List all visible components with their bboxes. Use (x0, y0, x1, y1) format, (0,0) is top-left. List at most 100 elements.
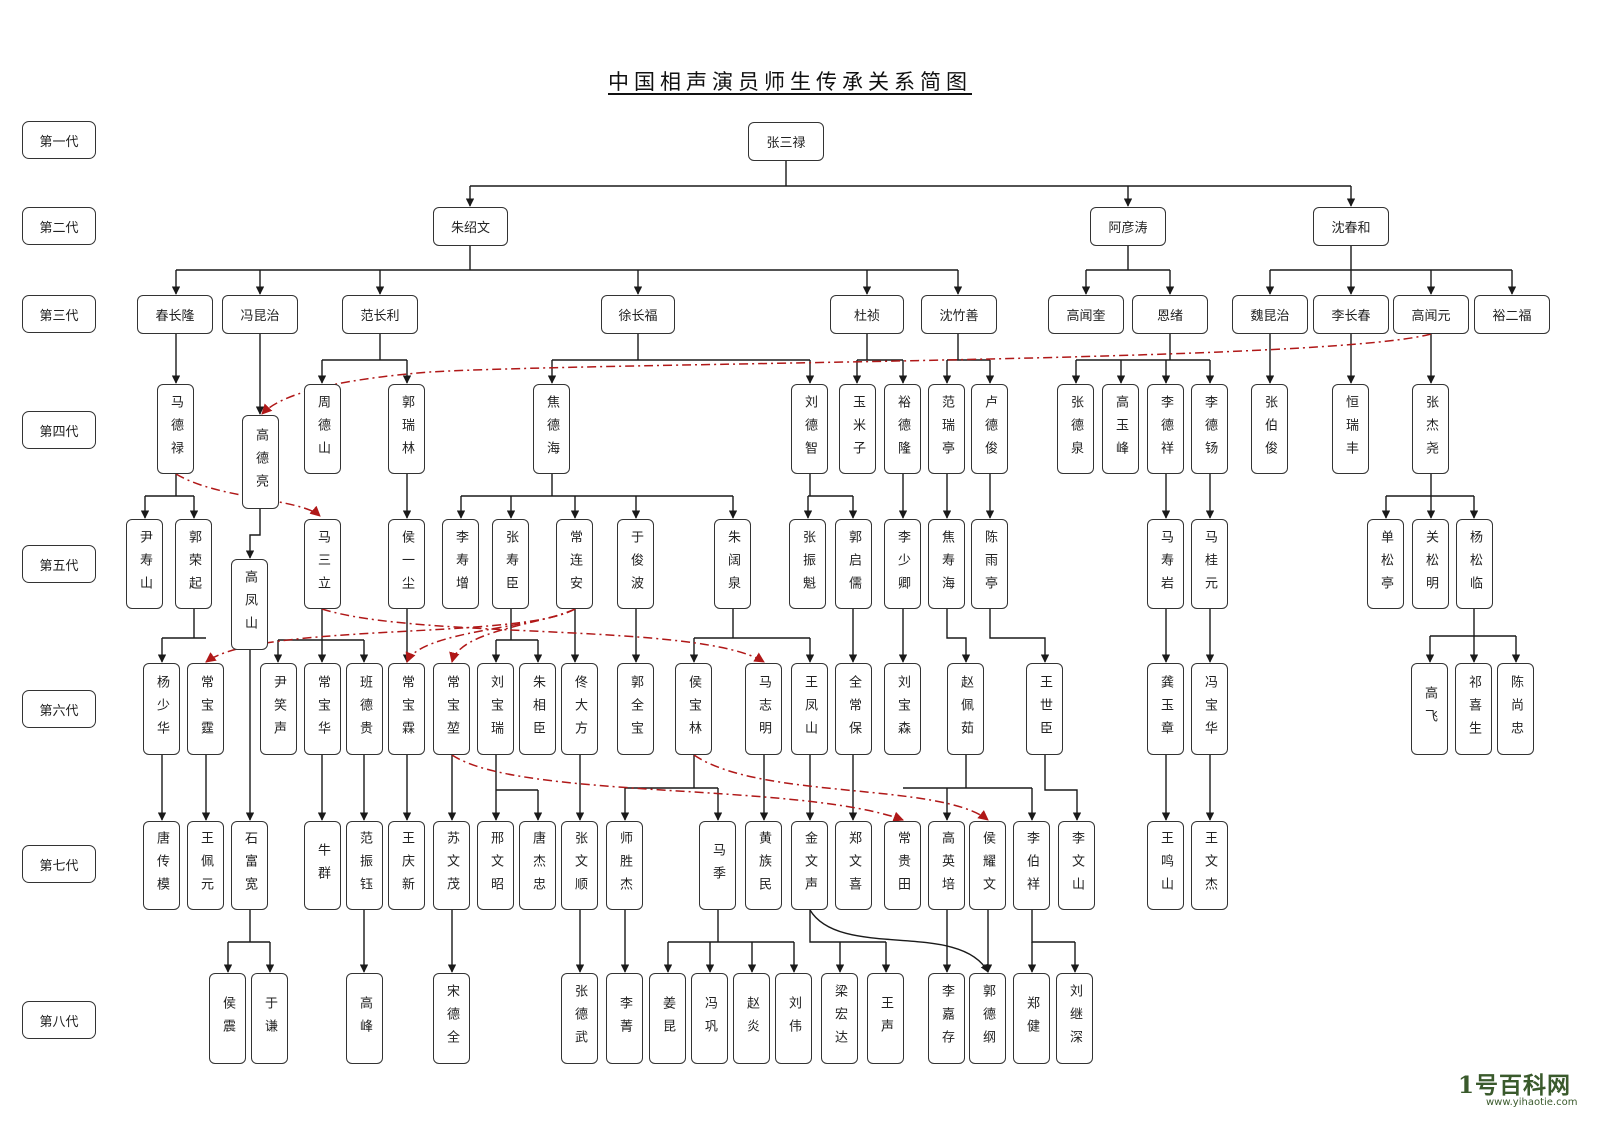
site-url: www.yihaotie.com (1486, 1097, 1578, 1108)
person-li-boxiang: 李伯祥 (1013, 821, 1050, 910)
person-ma-zhiming: 马志明 (745, 663, 782, 755)
person-niu-qun: 牛群 (304, 821, 341, 910)
person-guo-quanbao: 郭全宝 (617, 663, 654, 755)
person-zhang-shouchen: 张寿臣 (492, 519, 529, 609)
person-tang-jiezhong: 唐杰忠 (519, 821, 556, 910)
person-ma-sanli: 马三立 (304, 519, 341, 609)
person-yu-mizi: 玉米子 (839, 384, 876, 474)
person-ma-shouyan: 马寿岩 (1147, 519, 1184, 609)
page-title: 中国相声演员师生传承关系简图 (608, 70, 972, 94)
person-yu-qian: 于谦 (251, 973, 288, 1064)
person-liu-dezhi: 刘德智 (791, 384, 828, 474)
person-liang-hongda: 梁宏达 (821, 973, 858, 1064)
person-gao-wenyuan: 高闻元 (1393, 295, 1469, 334)
person-li-jing: 李菁 (606, 973, 643, 1064)
person-hou-yaowen: 侯耀文 (969, 821, 1006, 910)
person-zhu-shaowen: 朱绍文 (433, 207, 508, 246)
person-heng-ruifeng: 恒瑞丰 (1332, 384, 1369, 474)
person-jiao-dehai: 焦德海 (533, 384, 570, 474)
site-logo: 1号百科网 (1458, 1072, 1572, 1099)
person-feng-baohua: 冯宝华 (1191, 663, 1228, 755)
person-fan-changli: 范长利 (342, 295, 418, 334)
person-wei-kunzhi: 魏昆治 (1232, 295, 1308, 334)
gen-label-8: 第八代 (22, 1001, 96, 1039)
gen-label-5: 第五代 (22, 545, 96, 583)
person-wang-mingshan: 王鸣山 (1147, 821, 1184, 910)
person-yin-shoushan: 尹寿山 (126, 519, 163, 609)
person-a-yantao: 阿彦涛 (1090, 207, 1166, 246)
person-yu-erfu: 裕二福 (1474, 295, 1550, 334)
person-tong-dafang: 佟大方 (561, 663, 598, 755)
person-shi-fukuan: 石富宽 (231, 821, 268, 910)
person-feng-gong: 冯巩 (691, 973, 728, 1064)
person-gao-fei: 高飞 (1411, 663, 1448, 755)
person-liu-wei: 刘伟 (775, 973, 812, 1064)
person-feng-kunzhi: 冯昆治 (222, 295, 298, 334)
person-li-dexiang: 李德祥 (1147, 384, 1184, 474)
person-en-xu: 恩绪 (1132, 295, 1208, 334)
person-zhang-wenshun: 张文顺 (561, 821, 598, 910)
person-jin-wensheng: 金文声 (791, 821, 828, 910)
person-li-shaoqing: 李少卿 (884, 519, 921, 609)
person-zhao-peiru: 赵佩茹 (947, 663, 984, 755)
person-ban-degui: 班德贵 (346, 663, 383, 755)
person-zheng-jian: 郑健 (1013, 973, 1050, 1064)
person-liu-baosen: 刘宝森 (884, 663, 921, 755)
person-yang-shaohua: 杨少华 (143, 663, 180, 755)
person-xu-changfu: 徐长福 (601, 295, 675, 334)
person-yu-junbo: 于俊波 (617, 519, 654, 609)
person-zhang-jieyao: 张杰尧 (1412, 384, 1449, 474)
person-ma-guiyuan: 马桂元 (1191, 519, 1228, 609)
gen-label-2: 第二代 (22, 207, 96, 245)
person-lu-dejun: 卢德俊 (971, 384, 1008, 474)
gen-label-1: 第一代 (22, 121, 96, 159)
person-wang-qingxin: 王庆新 (388, 821, 425, 910)
person-wang-wenjie: 王文杰 (1191, 821, 1228, 910)
person-zhu-kuoquan: 朱阔泉 (714, 519, 751, 609)
person-zhang-dequan: 张德泉 (1057, 384, 1094, 474)
person-fan-ruiting: 范瑞亭 (928, 384, 965, 474)
person-hou-zhen: 侯震 (209, 973, 246, 1064)
person-guo-degang: 郭德纲 (969, 973, 1006, 1064)
person-yin-xiaosheng: 尹笑声 (260, 663, 297, 755)
person-chun-changlong: 春长隆 (137, 295, 213, 334)
person-gao-feng: 高峰 (346, 973, 383, 1064)
person-wang-shichen: 王世臣 (1026, 663, 1063, 755)
person-tang-chuanmo: 唐传模 (143, 821, 180, 910)
person-chang-baokun: 常宝堃 (433, 663, 470, 755)
person-guo-rongqi: 郭荣起 (175, 519, 212, 609)
person-quan-changbao: 全常保 (835, 663, 872, 755)
gen-label-3: 第三代 (22, 295, 96, 333)
person-li-jiacun: 李嘉存 (928, 973, 965, 1064)
person-zhou-deshan: 周德山 (304, 384, 341, 474)
person-chang-lianan: 常连安 (556, 519, 593, 609)
person-qi-xisheng: 祁喜生 (1455, 663, 1492, 755)
person-ma-ji: 马季 (699, 821, 736, 910)
person-li-deyang: 李德钖 (1191, 384, 1228, 474)
person-li-wenshan: 李文山 (1058, 821, 1095, 910)
person-chen-shangzhong: 陈尚忠 (1497, 663, 1534, 755)
person-du-zhen: 杜祯 (830, 295, 904, 334)
person-wang-peiyuan: 王佩元 (187, 821, 224, 910)
person-zhang-sanlu: 张三禄 (748, 122, 824, 161)
person-liu-baorui: 刘宝瑞 (477, 663, 514, 755)
person-shen-zhushan: 沈竹善 (921, 295, 997, 334)
person-song-dequan: 宋德全 (433, 973, 470, 1064)
person-chang-baoting: 常宝霆 (187, 663, 224, 755)
person-zheng-wenxi: 郑文喜 (835, 821, 872, 910)
person-hou-yichen: 侯一尘 (388, 519, 425, 609)
person-shen-chunhe: 沈春和 (1313, 207, 1389, 246)
person-zhu-xiangchen: 朱相臣 (519, 663, 556, 755)
person-huang-zumin: 黄族民 (745, 821, 782, 910)
person-gao-yufeng: 高玉峰 (1102, 384, 1139, 474)
person-wang-fengshan: 王凤山 (791, 663, 828, 755)
gen-label-4: 第四代 (22, 411, 96, 449)
person-guan-songming: 关松明 (1412, 519, 1449, 609)
person-chang-baohua: 常宝华 (304, 663, 341, 755)
person-yu-delong: 裕德隆 (884, 384, 921, 474)
person-hou-baolin: 侯宝林 (675, 663, 712, 755)
person-chang-baolin: 常宝霖 (388, 663, 425, 755)
person-jiang-kun: 姜昆 (649, 973, 686, 1064)
person-wang-sheng: 王声 (867, 973, 904, 1064)
person-fan-zhenyu: 范振钰 (346, 821, 383, 910)
